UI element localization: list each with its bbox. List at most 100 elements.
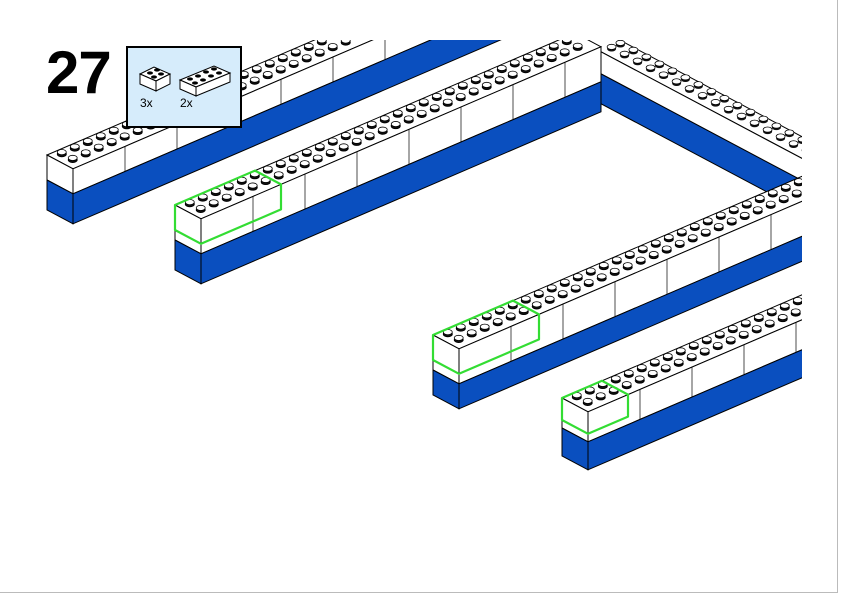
stud-top xyxy=(628,46,639,53)
stud-top xyxy=(622,262,633,269)
stud-top xyxy=(689,222,700,229)
stud xyxy=(330,34,339,39)
stud-top xyxy=(338,143,349,150)
stud-top xyxy=(262,165,273,172)
stud-top xyxy=(481,81,492,88)
stud-top xyxy=(403,115,414,122)
stud-top xyxy=(380,21,389,26)
stud-top xyxy=(712,342,723,349)
stud xyxy=(382,12,391,17)
stud xyxy=(824,153,833,158)
stud-top xyxy=(610,375,621,382)
stud-top xyxy=(713,223,724,230)
stud-top xyxy=(832,281,841,286)
stud-top xyxy=(714,330,725,337)
stud-top xyxy=(788,140,799,147)
stud-top xyxy=(351,137,362,144)
stud-top xyxy=(406,10,415,15)
stud xyxy=(830,294,839,299)
stud-top xyxy=(710,99,721,106)
stud-top xyxy=(509,59,520,66)
parts-callout: 3x 2x xyxy=(126,46,242,128)
stud-top xyxy=(791,189,802,196)
stud-top xyxy=(262,71,273,78)
stud-top xyxy=(727,325,738,332)
stud-top xyxy=(585,267,596,274)
stud-top xyxy=(817,298,826,303)
stud-top xyxy=(667,67,678,74)
stud-top xyxy=(736,112,747,119)
stud-top xyxy=(453,334,464,341)
stud-top xyxy=(645,64,656,71)
stud-top xyxy=(353,126,364,133)
stud-top xyxy=(660,364,671,371)
new-brick-highlight xyxy=(173,169,283,245)
stud xyxy=(369,17,378,22)
stud-top xyxy=(416,109,427,116)
stud xyxy=(819,288,828,293)
brick-2x2-icon xyxy=(138,66,172,92)
stud-top xyxy=(325,149,336,156)
stud-top xyxy=(275,159,286,166)
stud-top xyxy=(699,347,710,354)
stud-top xyxy=(688,341,699,348)
stud-top xyxy=(340,40,351,44)
stud-top xyxy=(819,286,828,291)
stud-top xyxy=(468,87,479,94)
stud xyxy=(406,12,415,17)
stud-top xyxy=(330,32,339,37)
stud-top xyxy=(693,81,704,88)
stud-top xyxy=(108,126,119,133)
stud xyxy=(358,40,360,41)
stud-top xyxy=(647,369,658,376)
stud-top xyxy=(442,98,453,105)
stud-top xyxy=(609,267,620,274)
stud-top xyxy=(792,297,802,304)
stud xyxy=(807,175,816,180)
stud-top xyxy=(418,98,429,105)
stud-top xyxy=(432,0,441,4)
stud xyxy=(820,169,829,174)
stud-top xyxy=(828,161,837,166)
stud-top xyxy=(765,200,776,207)
stud-top xyxy=(408,0,417,4)
stud-top xyxy=(671,78,682,85)
wall-inner-front-blue xyxy=(200,81,602,285)
stud-top xyxy=(637,245,648,252)
stud xyxy=(811,146,820,151)
brick-2x4-icon xyxy=(178,65,232,97)
stud-top xyxy=(533,59,544,66)
stud-top xyxy=(661,245,672,252)
stud-top xyxy=(749,119,760,126)
stud-top xyxy=(673,358,684,365)
stud-top xyxy=(405,104,416,111)
stud-top xyxy=(815,155,824,160)
stud-top xyxy=(662,352,673,359)
stud xyxy=(802,150,811,155)
stud-top xyxy=(483,70,494,77)
stud-top xyxy=(533,289,544,296)
stud-top xyxy=(546,284,557,291)
stud-top xyxy=(780,183,791,190)
stud-top xyxy=(455,93,466,100)
stud-top xyxy=(726,217,737,224)
stud-top xyxy=(572,42,583,49)
stud xyxy=(815,157,824,162)
stud-top xyxy=(343,27,352,32)
stud-top xyxy=(299,160,310,167)
stud-top xyxy=(728,206,739,213)
stud-top xyxy=(621,381,632,388)
stud-top xyxy=(706,88,717,95)
stud-top xyxy=(764,319,775,326)
stud-top xyxy=(701,336,712,343)
stud-top xyxy=(807,173,816,178)
stud-top xyxy=(314,48,325,55)
stud-top xyxy=(431,92,442,99)
stud-top xyxy=(419,4,428,9)
stud-top xyxy=(546,53,557,60)
stud-top xyxy=(619,50,630,57)
stud-top xyxy=(557,290,568,297)
stud-top xyxy=(132,126,143,133)
stud-top xyxy=(277,54,288,61)
